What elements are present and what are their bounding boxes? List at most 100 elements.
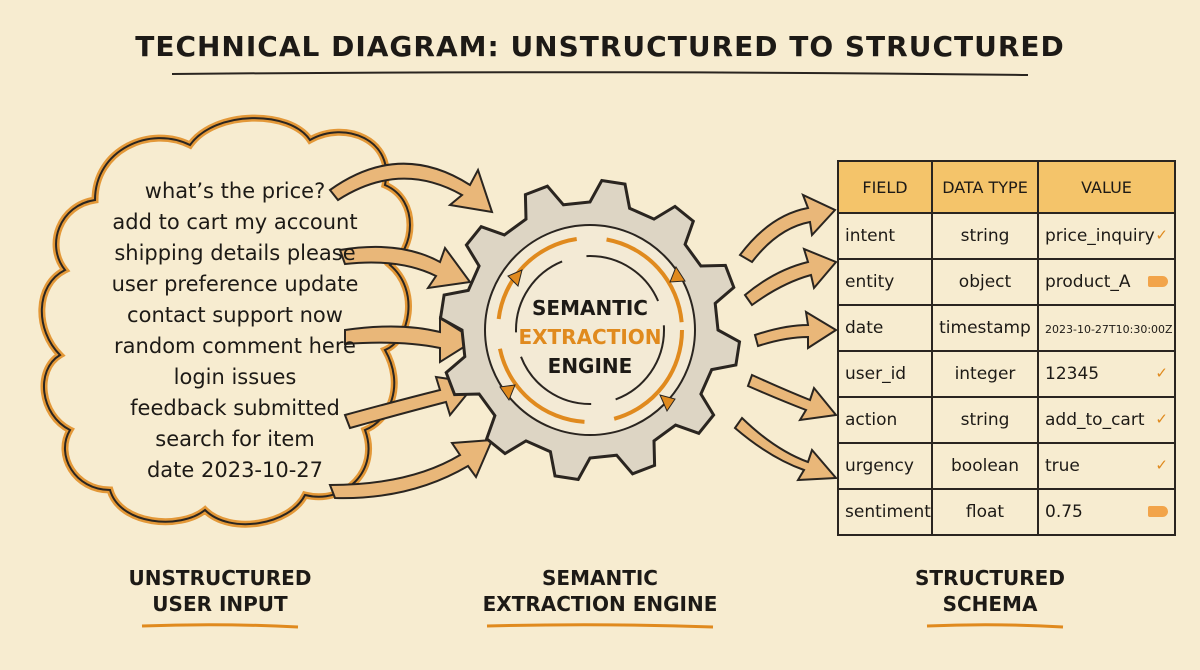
caption-left-underline [141, 623, 299, 629]
cell-value: ✓ add_to_cart [1037, 396, 1176, 444]
output-arrows [733, 193, 839, 482]
caption-right-underline [926, 623, 1064, 629]
table-row: entity object product_A [837, 258, 1176, 306]
cell-data-type-text: timestamp [939, 318, 1031, 338]
cell-value-text: product_A [1045, 272, 1131, 292]
input-line: user preference update [111, 272, 359, 296]
cell-data-type: timestamp [931, 304, 1039, 352]
input-line: login issues [173, 365, 297, 389]
caption-structured: STRUCTURED SCHEMA [880, 565, 1100, 617]
cell-value-text: price_inquiry [1045, 226, 1155, 246]
check-icon: ✓ [1155, 456, 1168, 474]
caption-right-line1: STRUCTURED [915, 566, 1065, 590]
cell-field-text: date [845, 318, 884, 338]
cell-field-text: action [845, 410, 898, 430]
tag-icon [1148, 276, 1168, 287]
arrow-in-1 [328, 162, 494, 214]
caption-engine: SEMANTIC EXTRACTION ENGINE [470, 565, 730, 617]
cell-field-text: urgency [845, 456, 914, 476]
input-arrows [328, 162, 494, 500]
table-header-row: FIELD DATA TYPE VALUE [837, 160, 1176, 214]
cell-value: product_A [1037, 258, 1176, 306]
arrow-in-3 [344, 316, 477, 364]
cell-value-text: 12345 [1045, 364, 1100, 384]
header-data-type: DATA TYPE [931, 160, 1039, 214]
table-row: date timestamp 2023-10-27T10:30:00Z [837, 304, 1176, 352]
caption-right-line2: SCHEMA [942, 592, 1038, 616]
arrow-out-3 [753, 310, 838, 350]
arrow-out-5 [733, 416, 839, 482]
cell-value: ✓ 12345 [1037, 350, 1176, 398]
cell-field-text: entity [845, 272, 895, 292]
cell-data-type: integer [931, 350, 1039, 398]
arrow-out-2 [743, 247, 838, 307]
cell-field: date [837, 304, 933, 352]
cell-field-text: sentiment [845, 502, 931, 522]
arrow-in-4 [343, 375, 478, 430]
cell-value: 2023-10-27T10:30:00Z [1037, 304, 1176, 352]
arrow-in-2 [338, 245, 472, 290]
cell-value: 0.75 [1037, 488, 1176, 536]
cell-data-type-text: object [958, 272, 1012, 292]
table-row: action string ✓ add_to_cart [837, 396, 1176, 444]
arrow-in-5 [328, 438, 494, 500]
engine-label: SEMANTIC EXTRACTION ENGINE [500, 294, 680, 381]
diagram-title: TECHNICAL DIAGRAM: UNSTRUCTURED TO STRUC… [135, 30, 1065, 63]
cell-field: user_id [837, 350, 933, 398]
cell-data-type-text: integer [954, 364, 1016, 384]
cell-data-type: object [931, 258, 1039, 306]
caption-unstructured: UNSTRUCTURED USER INPUT [110, 565, 330, 617]
table-row: urgency boolean ✓ true [837, 442, 1176, 490]
cell-field: entity [837, 258, 933, 306]
caption-center-underline [486, 623, 714, 629]
caption-center-line1: SEMANTIC [542, 566, 658, 590]
cell-field-text: user_id [845, 364, 907, 384]
header-value: VALUE [1037, 160, 1176, 214]
input-line: feedback submitted [130, 396, 340, 420]
arrow-out-4 [746, 373, 838, 422]
cell-field: action [837, 396, 933, 444]
cell-value-text: 2023-10-27T10:30:00Z [1045, 323, 1173, 336]
tag-icon [1148, 506, 1168, 517]
engine-label-line3: ENGINE [547, 354, 633, 378]
cell-value-text: add_to_cart [1045, 410, 1145, 430]
cell-field: sentiment [837, 488, 933, 536]
input-line: shipping details please [114, 241, 356, 265]
cell-data-type-text: float [965, 502, 1005, 522]
input-line: contact support now [127, 303, 343, 327]
input-line: search for item [155, 427, 315, 451]
table-row: sentiment float 0.75 [837, 488, 1176, 536]
cell-data-type: boolean [931, 442, 1039, 490]
table-row: intent string ✓price_inquiry [837, 212, 1176, 260]
input-line: what’s the price? [144, 179, 326, 203]
input-line: date 2023-10-27 [146, 458, 324, 482]
cell-value: ✓ true [1037, 442, 1176, 490]
check-icon: ✓ [1155, 364, 1168, 382]
arrow-out-1 [738, 193, 837, 264]
check-icon: ✓ [1155, 226, 1168, 244]
cell-data-type-text: string [960, 226, 1010, 246]
check-icon: ✓ [1155, 410, 1168, 428]
caption-left-line2: USER INPUT [152, 592, 288, 616]
header-field: FIELD [837, 160, 933, 214]
cell-data-type-text: string [960, 410, 1010, 430]
unstructured-text-list: what’s the price? add to cart my account… [70, 176, 400, 486]
title-underline [171, 71, 1029, 76]
cell-value-text: true [1045, 456, 1080, 476]
engine-label-line1: SEMANTIC [532, 296, 648, 320]
cell-field: urgency [837, 442, 933, 490]
cell-data-type: float [931, 488, 1039, 536]
input-cloud [38, 114, 414, 528]
cell-data-type: string [931, 212, 1039, 260]
cell-value: ✓price_inquiry [1037, 212, 1176, 260]
caption-center-line2: EXTRACTION ENGINE [482, 592, 718, 616]
cell-data-type: string [931, 396, 1039, 444]
cell-field: intent [837, 212, 933, 260]
input-line: add to cart my account [112, 210, 358, 234]
input-line: random comment here [114, 334, 356, 358]
cell-value-text: 0.75 [1045, 502, 1083, 522]
caption-left-line1: UNSTRUCTURED [128, 566, 312, 590]
